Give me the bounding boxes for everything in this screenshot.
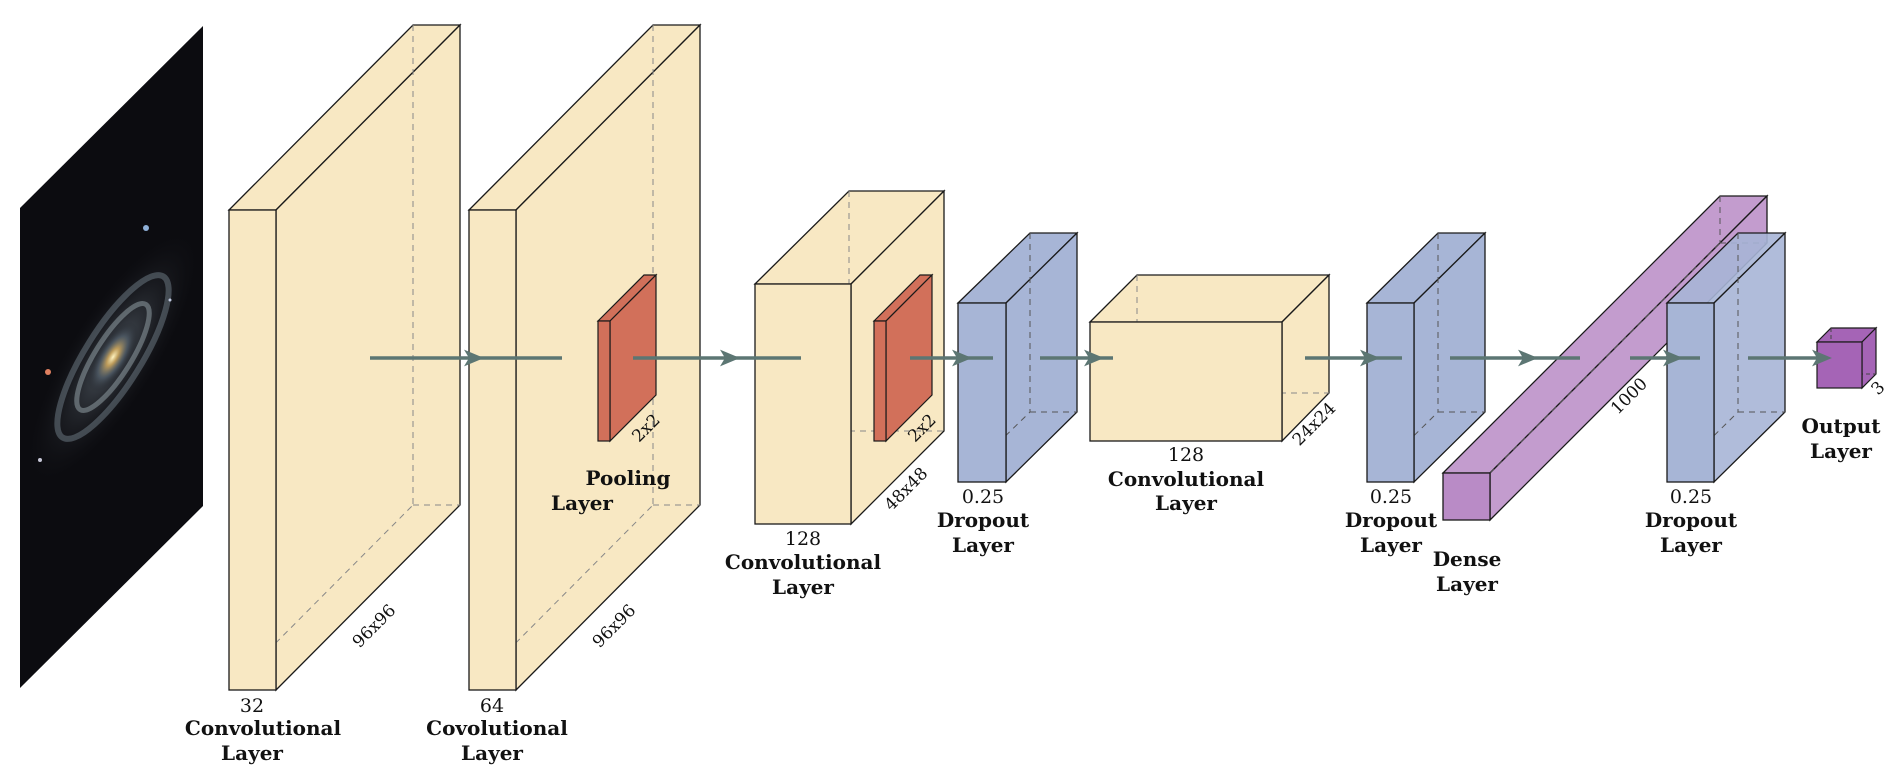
conv-layer-4-block [1088, 273, 1331, 443]
output-units: 3 [1868, 378, 1890, 400]
dropout-layer-3-block [1665, 231, 1787, 484]
conv-layer-2-block [467, 23, 702, 692]
conv2-title-line2: Layer [461, 741, 523, 765]
dropout3-rate: 0.25 [1670, 486, 1712, 508]
labels: 32 Convolutional Layer 96x96 64 Covoluti… [185, 374, 1889, 765]
conv4-title-line1: Convolutional [1108, 467, 1265, 491]
conv1-filter-count: 32 [240, 695, 264, 717]
dropout2-rate: 0.25 [1370, 486, 1412, 508]
conv3-title-line1: Convolutional [725, 550, 882, 574]
pool1-title-line1: Pooling [586, 466, 671, 490]
output-layer-block [1815, 326, 1878, 390]
conv1-title-line1: Convolutional [185, 716, 342, 740]
pooling-layer-2-block [872, 273, 934, 443]
dropout3-title-line2: Layer [1660, 533, 1722, 557]
dropout1-title-line2: Layer [952, 533, 1014, 557]
conv2-filter-count: 64 [480, 695, 504, 717]
dropout-layer-2-block [1365, 231, 1487, 484]
output-title-line2: Layer [1810, 439, 1872, 463]
conv1-title-line2: Layer [221, 741, 283, 765]
conv4-filter-count: 128 [1168, 444, 1204, 466]
conv3-title-line2: Layer [772, 575, 834, 599]
pool1-title-line2: Layer [551, 491, 613, 515]
dense-title-line1: Dense [1433, 547, 1502, 571]
dropout2-title-line2: Layer [1360, 533, 1422, 557]
conv4-title-line2: Layer [1155, 491, 1217, 515]
dense-title-line2: Layer [1436, 572, 1498, 596]
dropout3-title-line1: Dropout [1645, 508, 1738, 532]
conv3-filter-count: 128 [785, 528, 821, 550]
conv-layer-1-block [227, 23, 462, 692]
conv2-title-line1: Covolutional [426, 716, 568, 740]
dropout1-rate: 0.25 [962, 486, 1004, 508]
dropout1-title-line1: Dropout [937, 508, 1030, 532]
input-image [20, 26, 203, 688]
dropout2-title-line1: Dropout [1345, 508, 1438, 532]
output-title-line1: Output [1802, 414, 1882, 438]
dropout-layer-1-block [956, 231, 1079, 484]
